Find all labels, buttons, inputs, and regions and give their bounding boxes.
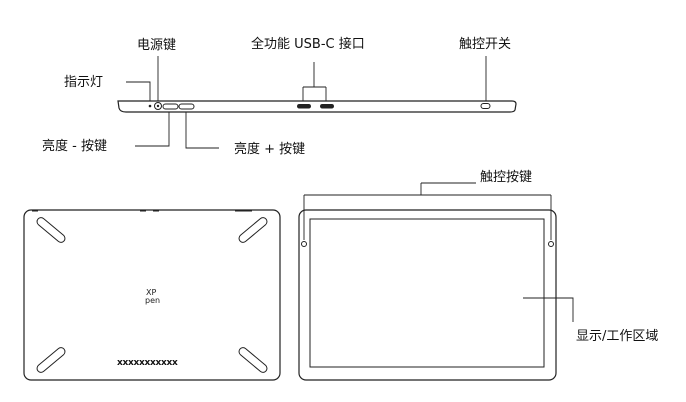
rubber-foot-top-left (36, 217, 66, 243)
back-panel-outline (23, 209, 281, 381)
touch-key-right (548, 241, 554, 247)
brightness-plus-label: 亮度 + 按键 (234, 141, 305, 157)
touch-keys-leader (303, 182, 552, 240)
indicator-light-label: 指示灯 (64, 75, 103, 90)
brightness-plus-leader (185, 112, 219, 149)
touch-keys-label: 触控按键 (480, 170, 532, 185)
usb-c-label: 全功能 USB-C 接口 (251, 36, 365, 52)
device-side-profile (117, 100, 517, 113)
front-frame-outline (298, 209, 557, 381)
power-key-label: 电源键 (137, 38, 176, 53)
indicator-leader (126, 81, 151, 101)
power-button-center (156, 104, 160, 108)
rubber-foot-bottom-left (36, 347, 66, 373)
xppen-logo-line2: pen (145, 296, 160, 305)
brightness-plus-button (178, 103, 195, 110)
xppen-logo-line1: XP (146, 288, 156, 297)
power-button (154, 102, 162, 110)
front-view: 触控按键 显示/工作区域 (298, 170, 658, 381)
touch-switch-label: 触控开关 (459, 37, 511, 52)
usb-c-port-2 (320, 104, 334, 109)
rubber-foot-bottom-right (238, 347, 268, 373)
usb-c-port-1 (297, 104, 311, 109)
display-area (309, 218, 545, 368)
vent-pattern: xxxxxxxxxxx (117, 358, 178, 368)
brightness-minus-button (162, 103, 179, 110)
usb-c-leader (302, 62, 327, 101)
brightness-minus-label: 亮度 - 按键 (42, 138, 107, 154)
rubber-foot-top-right (238, 217, 268, 243)
brightness-minus-leader (135, 112, 170, 147)
display-area-label: 显示/工作区域 (576, 329, 658, 344)
indicator-light-dot (148, 104, 152, 108)
side-view: 电源键 全功能 USB-C 接口 触控开关 指示灯 亮度 - 按键 亮度 + 按… (42, 36, 517, 157)
back-view: XP pen xxxxxxxxxxx (23, 209, 281, 381)
display-area-leader (523, 297, 574, 322)
touch-switch (480, 103, 491, 109)
touch-key-left (301, 241, 307, 247)
